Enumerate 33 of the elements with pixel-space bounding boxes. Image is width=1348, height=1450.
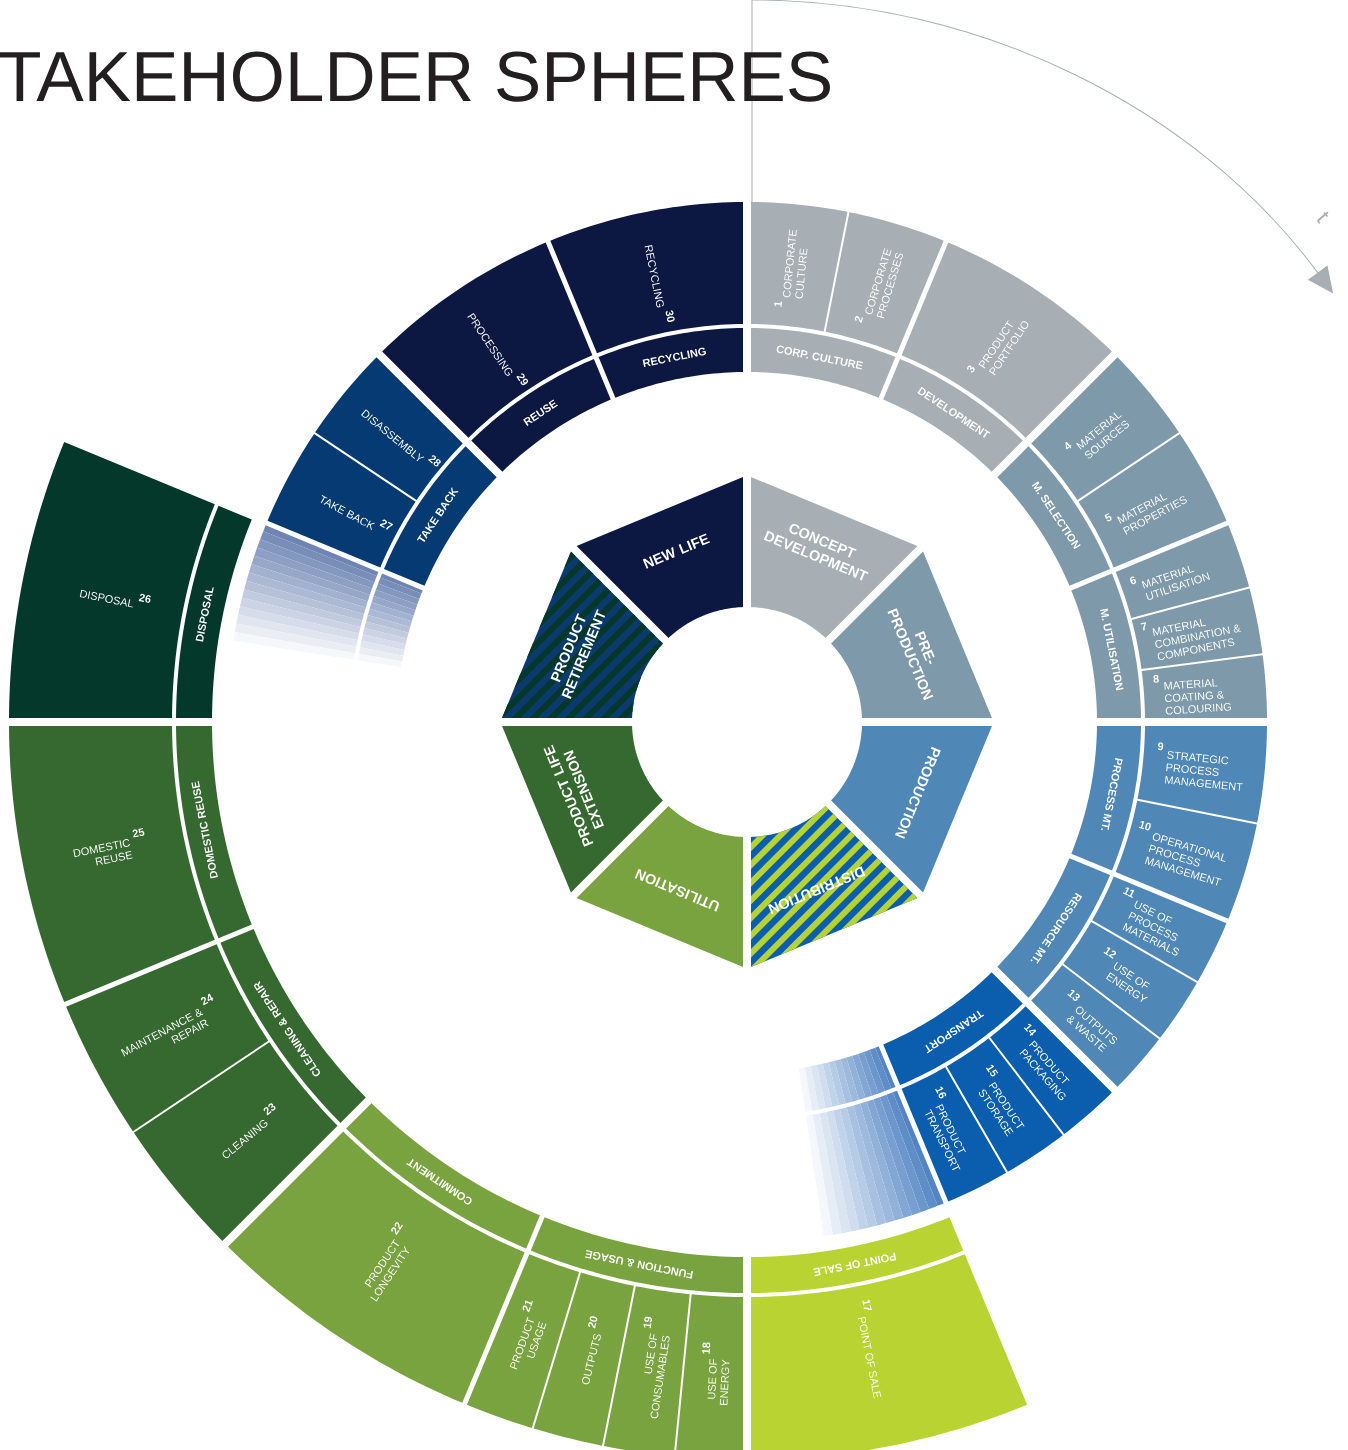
- node-label: 16: [935, 1086, 947, 1099]
- node-label: 25: [132, 828, 145, 838]
- node-label: 30: [665, 310, 675, 322]
- node-label: CORPORATE CULTURE: [782, 229, 808, 299]
- node-label: 8: [1153, 674, 1159, 683]
- node-label: 18: [702, 1342, 711, 1354]
- node-label: 7: [1140, 622, 1146, 631]
- node-label: 1: [774, 301, 783, 307]
- node-label: 3: [967, 365, 975, 373]
- node-label: POINT OF SALE: [813, 1252, 897, 1277]
- node-label: 6: [1130, 576, 1137, 585]
- node-label: 22: [391, 1222, 403, 1236]
- node-label: USE OF ENERGY: [707, 1359, 730, 1406]
- node-label: 29: [516, 373, 529, 386]
- time-label: t: [1317, 211, 1329, 224]
- node-label: MATERIAL COATING & COLOURING: [1164, 678, 1232, 715]
- node-label: 5: [1104, 513, 1112, 522]
- title: TAKEHOLDER SPHERES: [0, 51, 830, 102]
- node-label: 28: [427, 455, 441, 467]
- node-label: 19: [643, 1316, 653, 1329]
- node-label: 2: [854, 316, 864, 323]
- node-label: 11: [1122, 887, 1135, 899]
- topic-segment: USE OF ENERGY 18: [675, 1294, 743, 1450]
- node-label: 20: [588, 1316, 598, 1329]
- topic-segment: 1 CORPORATE CULTURE: [751, 202, 848, 332]
- node-label: 9: [1157, 742, 1164, 751]
- node-label: DOMESTIC REUSE: [73, 839, 133, 866]
- category-band: POINT OF SALE: [751, 1217, 964, 1293]
- node-label: 10: [1138, 821, 1151, 831]
- node-label: 21: [522, 1300, 533, 1313]
- node-label: 24: [200, 993, 214, 1006]
- category-band: CORP. CULTURE: [751, 328, 896, 398]
- node-label: STRATEGIC PROCESS MANAGEMENT: [1164, 751, 1243, 791]
